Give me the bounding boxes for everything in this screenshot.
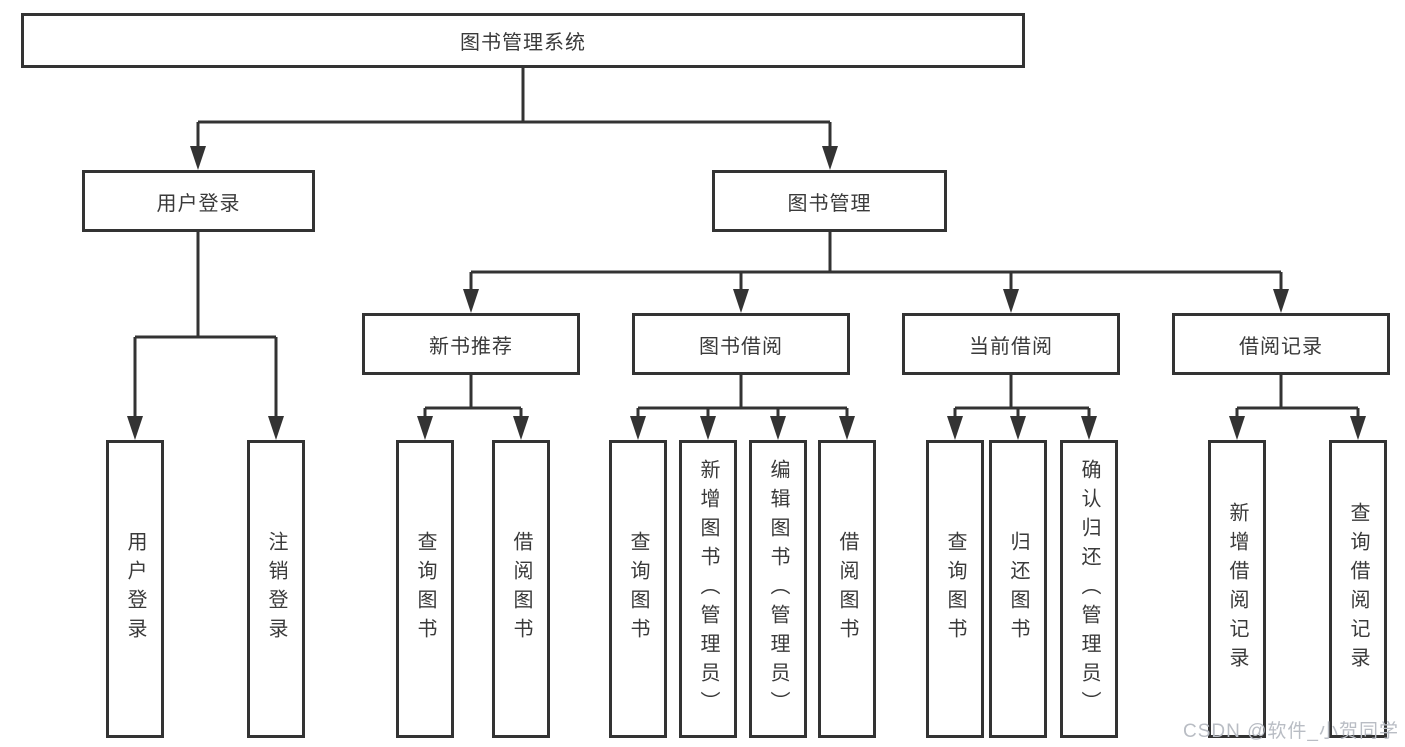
node-current-borrowing: 当前借阅: [902, 313, 1120, 375]
leaf-confirm-return-admin: 确认归还（管理员）: [1060, 440, 1118, 738]
node-library-management-system: 图书管理系统: [21, 13, 1025, 68]
node-label: 确认归还（管理员）: [1078, 458, 1100, 720]
watermark-text: CSDN @软件_小贺同学: [1183, 721, 1399, 742]
node-label: 借阅图书: [836, 531, 858, 647]
leaf-query-books-recommend: 查询图书: [396, 440, 454, 738]
node-label: 用户登录: [124, 531, 146, 647]
node-label: 借阅图书: [510, 531, 532, 647]
node-label: 新增借阅记录: [1226, 502, 1248, 676]
node-label: 查询图书: [944, 531, 966, 647]
node-label: 归还图书: [1007, 531, 1029, 647]
node-label: 图书管理: [787, 192, 872, 215]
node-label: 图书借阅: [699, 335, 783, 358]
leaf-borrow-books: 借阅图书: [818, 440, 876, 738]
node-label: 借阅记录: [1239, 335, 1323, 358]
node-label: 查询图书: [414, 531, 436, 647]
node-label: 新增图书（管理员）: [697, 458, 719, 720]
leaf-return-books: 归还图书: [989, 440, 1047, 738]
node-label: 图书管理系统: [460, 32, 586, 54]
leaf-logout: 注销登录: [247, 440, 305, 738]
leaf-query-books-borrow: 查询图书: [609, 440, 667, 738]
node-label: 当前借阅: [969, 335, 1053, 358]
node-new-book-recommendation: 新书推荐: [362, 313, 580, 375]
leaf-query-borrow-record: 查询借阅记录: [1329, 440, 1387, 738]
node-book-borrowing: 图书借阅: [632, 313, 850, 375]
node-label: 新书推荐: [429, 335, 513, 358]
node-label: 编辑图书（管理员）: [767, 458, 789, 720]
leaf-user-login: 用户登录: [106, 440, 164, 738]
leaf-borrow-books-recommend: 借阅图书: [492, 440, 550, 738]
leaf-add-borrow-record: 新增借阅记录: [1208, 440, 1266, 738]
node-label: 注销登录: [265, 531, 287, 647]
node-borrowing-records: 借阅记录: [1172, 313, 1390, 375]
node-label: 用户登录: [156, 192, 241, 215]
leaf-query-books-current: 查询图书: [926, 440, 984, 738]
node-user-login: 用户登录: [82, 170, 315, 232]
node-label: 查询图书: [627, 531, 649, 647]
node-label: 查询借阅记录: [1347, 502, 1369, 676]
leaf-edit-books-admin: 编辑图书（管理员）: [749, 440, 807, 738]
leaf-add-books-admin: 新增图书（管理员）: [679, 440, 737, 738]
node-book-management: 图书管理: [712, 170, 947, 232]
